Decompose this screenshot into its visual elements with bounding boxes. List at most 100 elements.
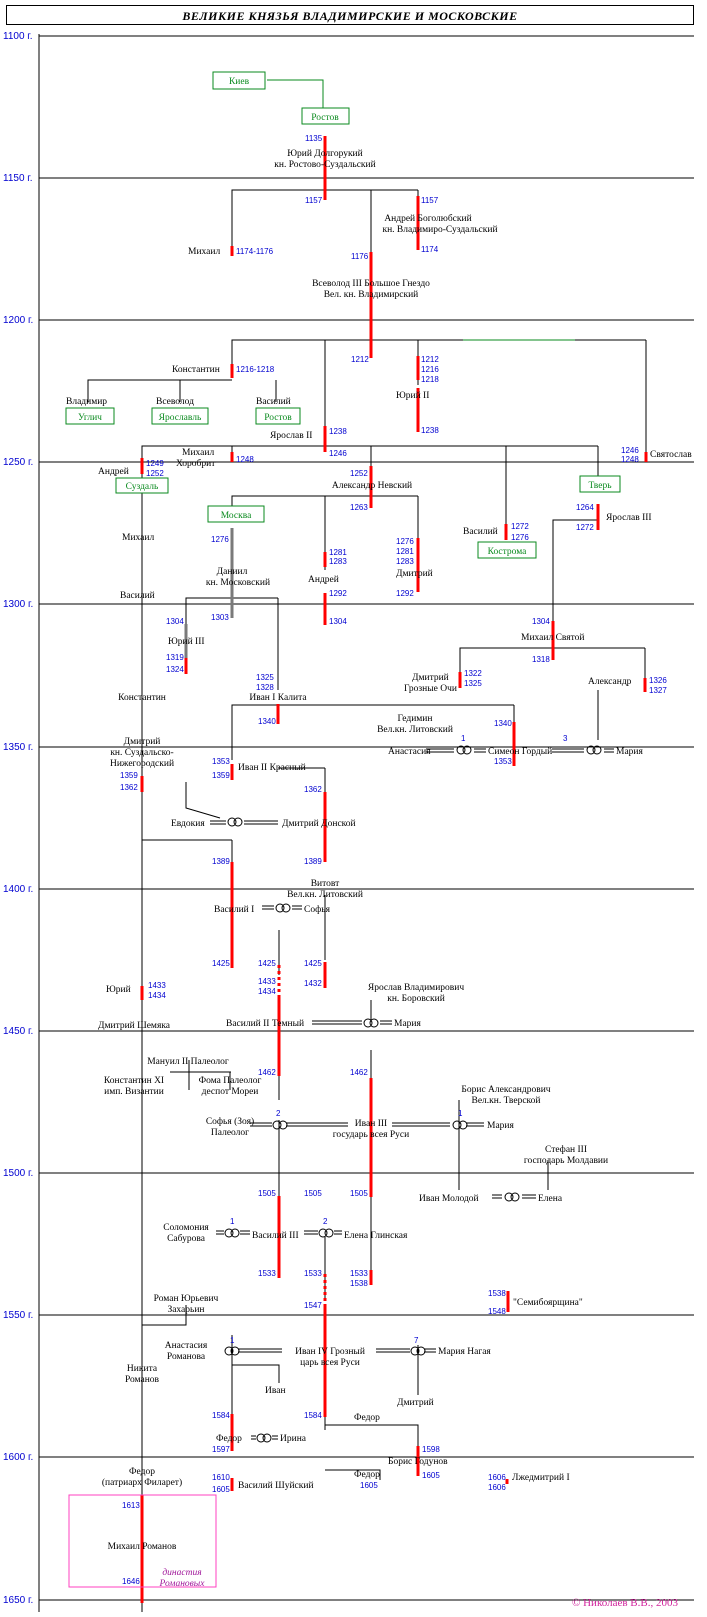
person-name: кн. Ростово-Суздальский (274, 159, 375, 170)
family-connectors (87, 79, 647, 1612)
reign-year: 1505 (258, 1189, 276, 1198)
person-name: Дмитрий (124, 736, 161, 747)
year-label: 1300 г. (3, 599, 33, 610)
reign-year: 1272 (576, 523, 594, 532)
person-name: Василий III (252, 1230, 299, 1241)
reign-year: 1174 (421, 245, 439, 254)
reign-year: 1325 (464, 679, 482, 688)
city-kostroma: Кострома (488, 547, 528, 557)
reign-year: 1613 (122, 1501, 140, 1510)
reign-year: 1303 (211, 613, 229, 622)
person-name: Симеон Гордый (488, 746, 552, 757)
reign-year: 1353 (212, 757, 230, 766)
person-name: Романов (125, 1375, 160, 1385)
reign-year: 1252 (350, 469, 368, 478)
reign-year: 1425 (304, 959, 322, 968)
reign-year: 1434 (258, 987, 276, 996)
person-name: Мария Нагая (438, 1347, 491, 1357)
reign-year: 1598 (422, 1445, 440, 1454)
person-name: Василий Шуйский (238, 1480, 314, 1491)
person-name: (патриарх Филарет) (102, 1477, 182, 1488)
reign-year: 1353 (494, 757, 512, 766)
person-name: Елена Глинская (344, 1231, 408, 1241)
person-name: Константин (172, 365, 220, 375)
reign-year: 1425 (212, 959, 230, 968)
person-name: Сабурова (167, 1233, 206, 1244)
person-name: кн. Владимиро-Суздальский (382, 224, 497, 235)
reign-year: 1135 (305, 134, 323, 143)
city-suzdal: Суздаль (126, 482, 159, 492)
person-name: Нижегородский (110, 758, 174, 769)
person-name: Вел.кн. Литовский (287, 889, 363, 900)
reign-year: 1238 (329, 427, 347, 436)
reign-year: 1283 (396, 557, 414, 566)
city-moscow: Москва (221, 511, 252, 521)
reign-year: 1319 (166, 653, 184, 662)
person-name: царь всея Руси (300, 1358, 360, 1368)
marriage-number: 1 (230, 1336, 235, 1345)
person-name: Федор (354, 1470, 380, 1480)
dynasty-label: династия (162, 1567, 201, 1578)
reign-year: 1246 (329, 449, 347, 458)
moscow-line (184, 528, 234, 658)
year-gridlines (39, 35, 694, 1601)
person-name: Александр (588, 677, 632, 687)
reign-year: 1176 (351, 252, 369, 261)
reign-year: 1248 (236, 455, 254, 464)
person-name: Витовт (311, 879, 340, 889)
reign-year: 1283 (329, 557, 347, 566)
person-name: Софья (Зоя) (206, 1116, 254, 1127)
person-name: Андрей Боголюбский (384, 213, 471, 224)
person-name: Василий II Темный (226, 1018, 304, 1029)
reign-years: 1135 1157 1157 1174 1174-1176 1176 1212 … (120, 134, 667, 1586)
city-yaroslavl: Ярославль (159, 413, 202, 423)
reign-year: 1318 (532, 655, 550, 664)
year-labels: 1100 г. 1150 г. 1200 г. 1250 г. 1300 г. … (3, 31, 33, 1606)
marriage-links (210, 748, 614, 1440)
city-kiev: Киев (229, 77, 250, 87)
person-name: Андрей (98, 466, 129, 477)
reign-year: 1324 (166, 665, 184, 674)
reign-year: 1425 (258, 959, 276, 968)
person-name: Василий (463, 526, 498, 537)
reign-year: 1646 (122, 1577, 140, 1586)
dynasty-label: Романовых (159, 1579, 206, 1589)
person-name: Фома Палеолог (199, 1076, 262, 1086)
reign-year: 1359 (120, 771, 138, 780)
person-name: Федор (216, 1434, 242, 1444)
person-name: Михаил (122, 533, 154, 543)
person-name: Вел. кн. Владимирский (324, 289, 419, 300)
reign-year: 1216 (421, 365, 439, 374)
reign-year: 1548 (488, 1307, 506, 1316)
person-name: Соломония (163, 1223, 209, 1233)
person-name: Дмитрий (412, 672, 449, 683)
marriage-number: 1 (461, 734, 466, 743)
reign-year: 1263 (350, 503, 368, 512)
person-name: Ирина (280, 1434, 307, 1444)
reign-year: 1238 (421, 426, 439, 435)
reign-year: 1606 (488, 1483, 506, 1492)
reign-year: 1248 (621, 455, 639, 464)
person-name: Палеолог (211, 1128, 249, 1138)
person-name: Александр Невский (332, 480, 412, 491)
person-name: Мария (394, 1019, 421, 1029)
person-name: Михаил Романов (108, 1542, 177, 1552)
person-name: Иван I Калита (249, 693, 307, 703)
person-name: Михаил (188, 247, 220, 257)
year-label: 1650 г. (3, 1595, 33, 1606)
marriage-number: 1 (458, 1109, 463, 1118)
person-name: Дмитрий (396, 568, 433, 579)
person-name: кн. Суздальско- (110, 748, 173, 758)
marriage-number: 1 (230, 1217, 235, 1226)
marriage-number: 2 (323, 1217, 328, 1226)
year-label: 1100 г. (3, 31, 33, 42)
marriage-number: 2 (276, 1109, 281, 1118)
person-name: Иван III (355, 1119, 387, 1129)
reign-year: 1597 (212, 1445, 230, 1454)
year-label: 1600 г. (3, 1452, 33, 1463)
person-name: Всеволод III Большое Гнездо (312, 279, 430, 289)
person-name: Ярослав II (270, 431, 312, 441)
person-name: Юрий II (396, 390, 429, 401)
year-label: 1350 г. (3, 742, 33, 753)
